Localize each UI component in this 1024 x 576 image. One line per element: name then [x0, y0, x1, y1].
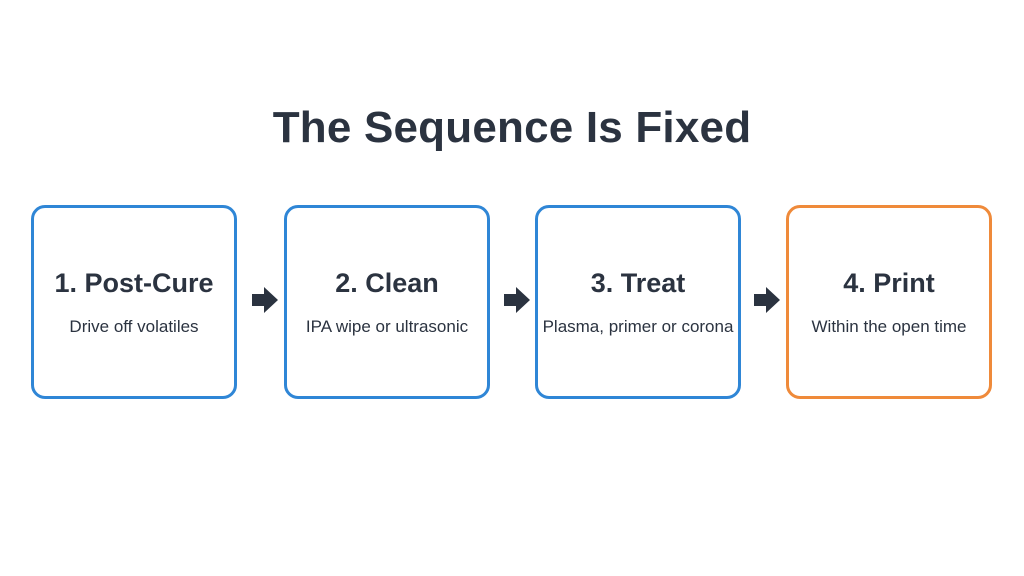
step-box-post-cure: 1. Post-Cure Drive off volatiles: [31, 205, 237, 399]
step-description: Within the open time: [811, 317, 967, 336]
step-description: Plasma, primer or corona: [542, 317, 734, 336]
step-description: Drive off volatiles: [69, 317, 199, 336]
step-title: 1. Post-Cure: [54, 268, 214, 298]
arrow-right-icon: [502, 285, 532, 315]
step-description: IPA wipe or ultrasonic: [305, 317, 469, 336]
step-title: 3. Treat: [590, 268, 686, 298]
arrow-right-icon: [752, 285, 782, 315]
step-title: 4. Print: [843, 268, 935, 298]
step-box-treat: 3. Treat Plasma, primer or corona: [535, 205, 741, 399]
diagram-title: The Sequence Is Fixed: [272, 103, 752, 152]
step-title: 2. Clean: [335, 268, 439, 298]
step-box-print: 4. Print Within the open time: [786, 205, 992, 399]
step-box-clean: 2. Clean IPA wipe or ultrasonic: [284, 205, 490, 399]
arrow-right-icon: [250, 285, 280, 315]
